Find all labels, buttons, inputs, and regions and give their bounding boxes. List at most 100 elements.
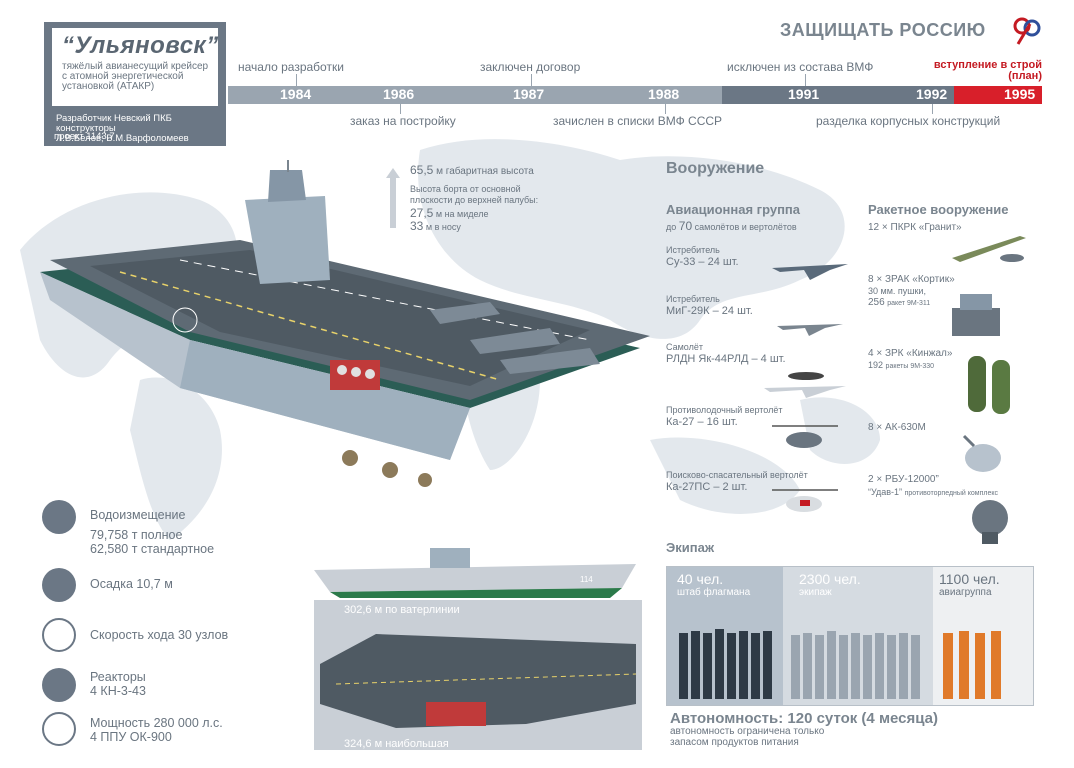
- height-midship-text: м на миделе: [435, 209, 489, 219]
- length-waterline: 302,6 м по ватерлинии: [344, 604, 460, 616]
- gun-ak630: 8 × АК-630М: [868, 422, 926, 433]
- timeline-label-1988: зачислен в списки ВМФ СССР: [553, 114, 723, 128]
- granit-missile-icon: [952, 236, 1026, 262]
- overall-height: 65,5 м габаритная высота: [410, 163, 534, 177]
- crew-air-label: авиагруппа: [939, 587, 992, 598]
- year-1987: 1987: [513, 86, 545, 102]
- height-indicator-icon: [386, 168, 400, 228]
- deck-plan-illustration: [320, 634, 637, 728]
- draft-text: Осадка 10,7 м: [90, 577, 173, 591]
- rbu-a: 2 × РБУ-12000”: [868, 474, 939, 485]
- developer-line-1: Разработчик Невский ПКБ: [56, 113, 172, 124]
- side-profile-illustration: 114: [314, 548, 636, 598]
- aircraft-type-1: Истребитель: [666, 245, 720, 255]
- crew-figures-illustration: [679, 629, 1001, 699]
- autonomy-subtitle: автономность ограничена только запасом п…: [670, 726, 890, 748]
- aircraft-type-5: Поисково-спасательный вертолёт: [666, 470, 808, 480]
- aircraft-name-5: Ка-27ПС – 2 шт.: [666, 481, 748, 493]
- ka27-icon: [772, 425, 838, 448]
- ship-subtitle: тяжёлый авианесущий крейсер с атомной эн…: [62, 61, 209, 92]
- year-1984: 1984: [280, 86, 312, 102]
- aircraft-name-1: Су-33 – 24 шт.: [666, 256, 739, 268]
- tick-1992: [932, 104, 933, 114]
- carrier-illustration: [40, 160, 650, 487]
- timeline-label-1986: заказ на постройку: [350, 114, 456, 128]
- missile-kortik-a: 8 × ЗРАК «Кортик»: [868, 274, 955, 285]
- tick-1984: [296, 74, 297, 86]
- aircraft-name-4: Ка-27 – 16 шт.: [666, 416, 738, 428]
- timeline-label-1995: вступление в строй (план): [912, 60, 1042, 82]
- ship-name: “Ульяновск”: [62, 32, 219, 59]
- air-group-title: Авиационная группа: [666, 202, 801, 217]
- aircraft-type-2: Истребитель: [666, 294, 720, 304]
- height-bow-text: м в носу: [425, 222, 461, 232]
- tick-1986: [400, 104, 401, 114]
- year-1986: 1986: [383, 86, 415, 102]
- logo-icon: [1013, 17, 1041, 45]
- developer-line-3: Л.В.Белов; В.М.Варфоломеев: [56, 133, 189, 144]
- crew-title: Экипаж: [666, 540, 715, 555]
- height-midship-value: 27,5: [410, 206, 434, 220]
- air-group-subtitle-num: 70: [678, 219, 693, 233]
- rbu-bc: “Удав-1” противоторпедный комплекс: [868, 487, 998, 497]
- height-bow: 33 м в носу: [410, 219, 461, 233]
- power-units: 4 ППУ ОК-900: [90, 730, 172, 744]
- missile-kortik-d: ракет 9М-311: [887, 300, 931, 307]
- timeline-bar-development: [228, 86, 722, 104]
- project-number: проект 1143.7: [54, 131, 115, 142]
- developer-info: Разработчик Невский ПКБ конструкторы Л.В…: [56, 114, 226, 144]
- year-1995: 1995: [1004, 86, 1036, 102]
- reactor-icon: [42, 668, 76, 702]
- displacement-standard: 62,580 т стандартное: [90, 542, 215, 556]
- year-1988: 1988: [648, 86, 680, 102]
- timeline-label-1992: разделка корпусных конструкций: [816, 114, 1001, 128]
- displacement-icon: [42, 500, 76, 534]
- speed-icon: [42, 618, 76, 652]
- aircraft-type-3: Самолёт: [666, 342, 703, 352]
- timeline-label-1991: исключен из состава ВМФ: [727, 60, 874, 74]
- height-bow-value: 33: [410, 219, 424, 233]
- overall-height-value: 65,5: [410, 163, 434, 177]
- air-group-subtitle: до 70 самолётов и вертолётов: [666, 219, 797, 233]
- yak44-icon: [764, 372, 846, 398]
- ka27ps-icon: [772, 489, 838, 512]
- missile-kinzhal-b: 192: [868, 360, 884, 370]
- timeline-label-1995-b: (план): [1008, 70, 1042, 82]
- project-title-inner: “Ульяновск” тяжёлый авианесущий крейсер …: [52, 28, 218, 106]
- crew-main-num: 2300 чел.: [799, 571, 861, 587]
- aircraft-name-3: РЛДН Як-44РЛД – 4 шт.: [666, 353, 786, 365]
- draft-icon: [42, 568, 76, 602]
- height-midship: 27,5 м на миделе: [410, 206, 488, 220]
- displacement-title: Водоизмещение: [90, 508, 186, 522]
- crew-main-label: экипаж: [799, 587, 832, 598]
- power-value: Мощность 280 000 л.с.: [90, 716, 223, 730]
- mig29k-icon: [777, 324, 843, 336]
- reactors-title: Реакторы: [90, 670, 146, 684]
- rbu-b: “Удав-1”: [868, 487, 903, 497]
- air-group-subtitle-a: до: [666, 222, 677, 232]
- autonomy-sub-a: автономность ограничена только: [670, 726, 825, 737]
- project-title-box: “Ульяновск” тяжёлый авианесущий крейсер …: [44, 22, 226, 146]
- tick-1991: [805, 74, 806, 86]
- length-max: 324,6 м наибольшая: [344, 738, 449, 750]
- rbu-icon: [972, 500, 1008, 544]
- year-1992: 1992: [916, 86, 948, 102]
- crew-flag-num: 40 чел.: [677, 571, 724, 587]
- missile-kortik-c: 256: [868, 297, 885, 308]
- kortik-icon: [952, 294, 1000, 336]
- missile-title: Ракетное вооружение: [868, 202, 1009, 217]
- air-group-subtitle-b: самолётов и вертолётов: [694, 222, 797, 232]
- speed-text: Скорость хода 30 узлов: [90, 628, 229, 642]
- timeline-label-1987: заключен договор: [480, 60, 581, 74]
- hull-number: 114: [580, 575, 593, 584]
- autonomy-sub-b: запасом продуктов питания: [670, 737, 799, 748]
- overall-height-text: м габаритная высота: [436, 166, 534, 177]
- crew-panel: 40 чел. штаб флагмана 2300 чел. экипаж 1…: [666, 566, 1034, 706]
- aircraft-type-4: Противолодочный вертолёт: [666, 405, 783, 415]
- reactors-value: 4 КН-3-43: [90, 684, 146, 698]
- year-1991: 1991: [788, 86, 820, 102]
- timeline-label-1984: начало разработки: [238, 60, 344, 74]
- rbu-c: противоторпедный комплекс: [904, 490, 999, 497]
- timeline-label-1995-a: вступление в строй: [933, 59, 1042, 71]
- tick-1988: [665, 104, 666, 114]
